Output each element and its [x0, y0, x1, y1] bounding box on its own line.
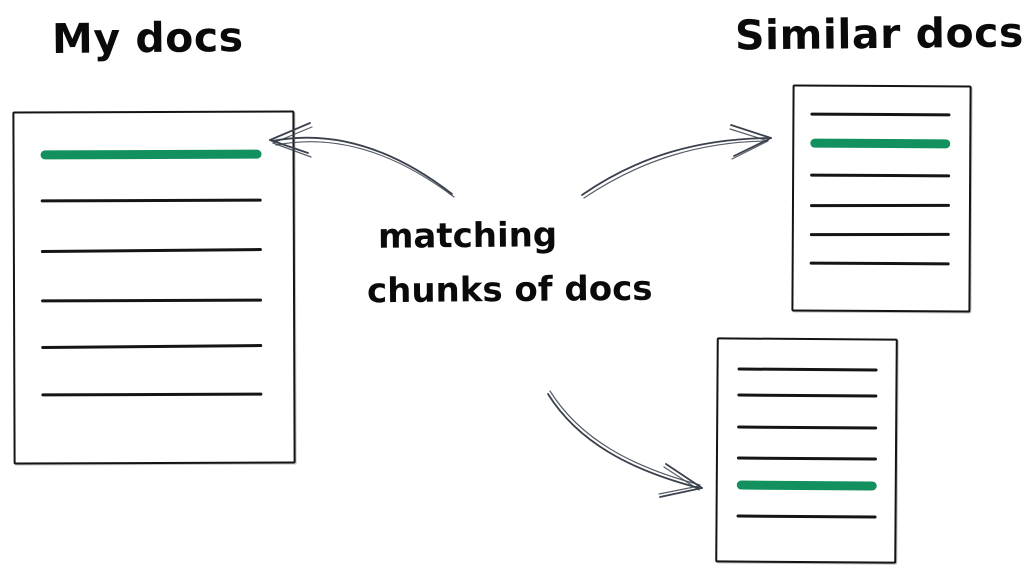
center-label-line1: matching — [377, 215, 558, 257]
my-document — [12, 110, 296, 465]
highlighted-chunk-line — [810, 138, 951, 149]
text-line — [41, 298, 263, 303]
text-line — [736, 514, 877, 519]
text-line — [809, 261, 950, 266]
center-label-line2: chunks of docs — [366, 268, 653, 312]
text-line — [41, 344, 263, 349]
arrow-to-sim-bottom-doc-icon — [547, 390, 703, 498]
text-line — [809, 203, 950, 208]
text-line — [736, 456, 877, 461]
left-column-title: My docs — [51, 12, 244, 64]
text-line — [41, 392, 263, 397]
text-line — [737, 367, 878, 372]
text-line — [810, 173, 951, 178]
text-line — [737, 393, 878, 398]
similar-document-top — [791, 84, 972, 313]
text-line — [809, 232, 950, 237]
highlighted-chunk-line — [736, 480, 877, 491]
similar-document-bottom — [715, 337, 898, 564]
highlighted-chunk-line — [40, 149, 262, 160]
arrow-to-my-doc-icon — [269, 122, 455, 198]
text-line — [810, 112, 951, 117]
right-column-title: Similar docs — [734, 8, 1024, 60]
text-line — [40, 248, 262, 253]
text-line — [737, 425, 878, 430]
text-line — [40, 198, 262, 203]
arrow-to-sim-top-doc-icon — [581, 124, 772, 199]
